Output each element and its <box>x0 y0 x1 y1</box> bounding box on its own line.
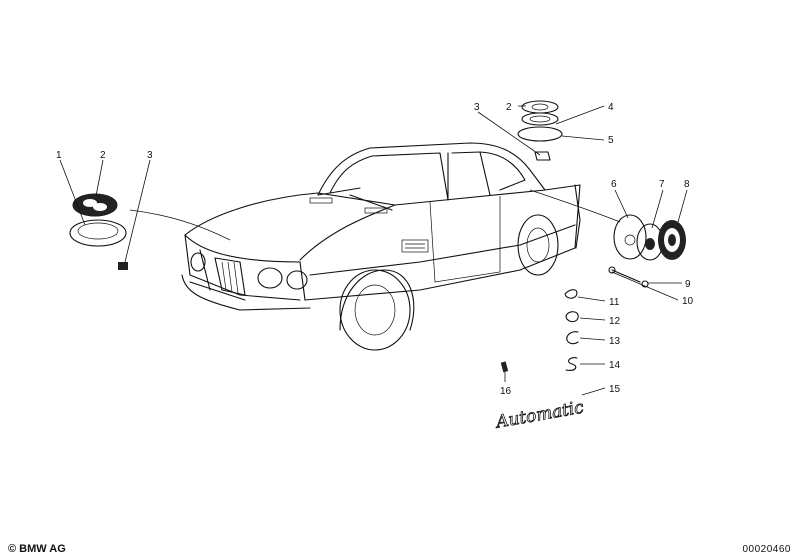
part-16-pin <box>500 361 509 373</box>
callout-8: 8 <box>684 179 690 190</box>
callout-3-rear: 3 <box>474 102 480 113</box>
part-6-gasket-disc <box>613 214 647 260</box>
part-3-rear-clip <box>534 151 551 161</box>
callout-1: 1 <box>56 150 62 161</box>
part-4-emblem-insert <box>521 112 559 126</box>
part-9-screw <box>608 266 641 283</box>
callout-14: 14 <box>609 360 621 371</box>
part-2-front-emblem <box>72 193 118 217</box>
callout-6: 6 <box>611 179 617 190</box>
part-5-emblem-base <box>517 126 563 142</box>
part-12-badge <box>565 311 579 323</box>
callout-12: 12 <box>609 316 621 327</box>
callout-5: 5 <box>608 135 614 146</box>
part-13-badge <box>566 331 579 345</box>
callout-4: 4 <box>608 102 614 113</box>
leader-lines <box>59 105 688 396</box>
callout-15: 15 <box>609 384 621 395</box>
part-8-emblem-disc <box>658 220 686 260</box>
callout-11: 11 <box>609 297 620 308</box>
automatic-script-text: Automatic <box>493 397 586 432</box>
part-11-badge <box>564 289 578 299</box>
part-14-badge <box>565 357 578 371</box>
callout-3-front: 3 <box>147 150 153 161</box>
callout-13: 13 <box>609 336 621 347</box>
callout-10: 10 <box>682 296 694 307</box>
part-3-clip <box>118 262 128 270</box>
copyright-label: © BMW AG <box>8 543 66 555</box>
part-2-rear-emblem <box>521 100 559 114</box>
part-10-nut <box>641 280 649 288</box>
callout-7: 7 <box>659 179 665 190</box>
diagram-number: 00020460 <box>742 544 791 555</box>
car-illustration <box>129 142 621 351</box>
part-1-gasket <box>69 219 127 247</box>
part-15-script-badge: Automatic <box>492 397 586 433</box>
callout-9: 9 <box>685 279 691 290</box>
callout-2-rear: 2 <box>506 102 512 113</box>
callout-2-front: 2 <box>100 150 106 161</box>
callout-16: 16 <box>500 386 512 397</box>
callout-labels: 1 2 3 3 2 4 5 6 7 8 9 10 11 12 13 14 15 … <box>56 102 694 397</box>
